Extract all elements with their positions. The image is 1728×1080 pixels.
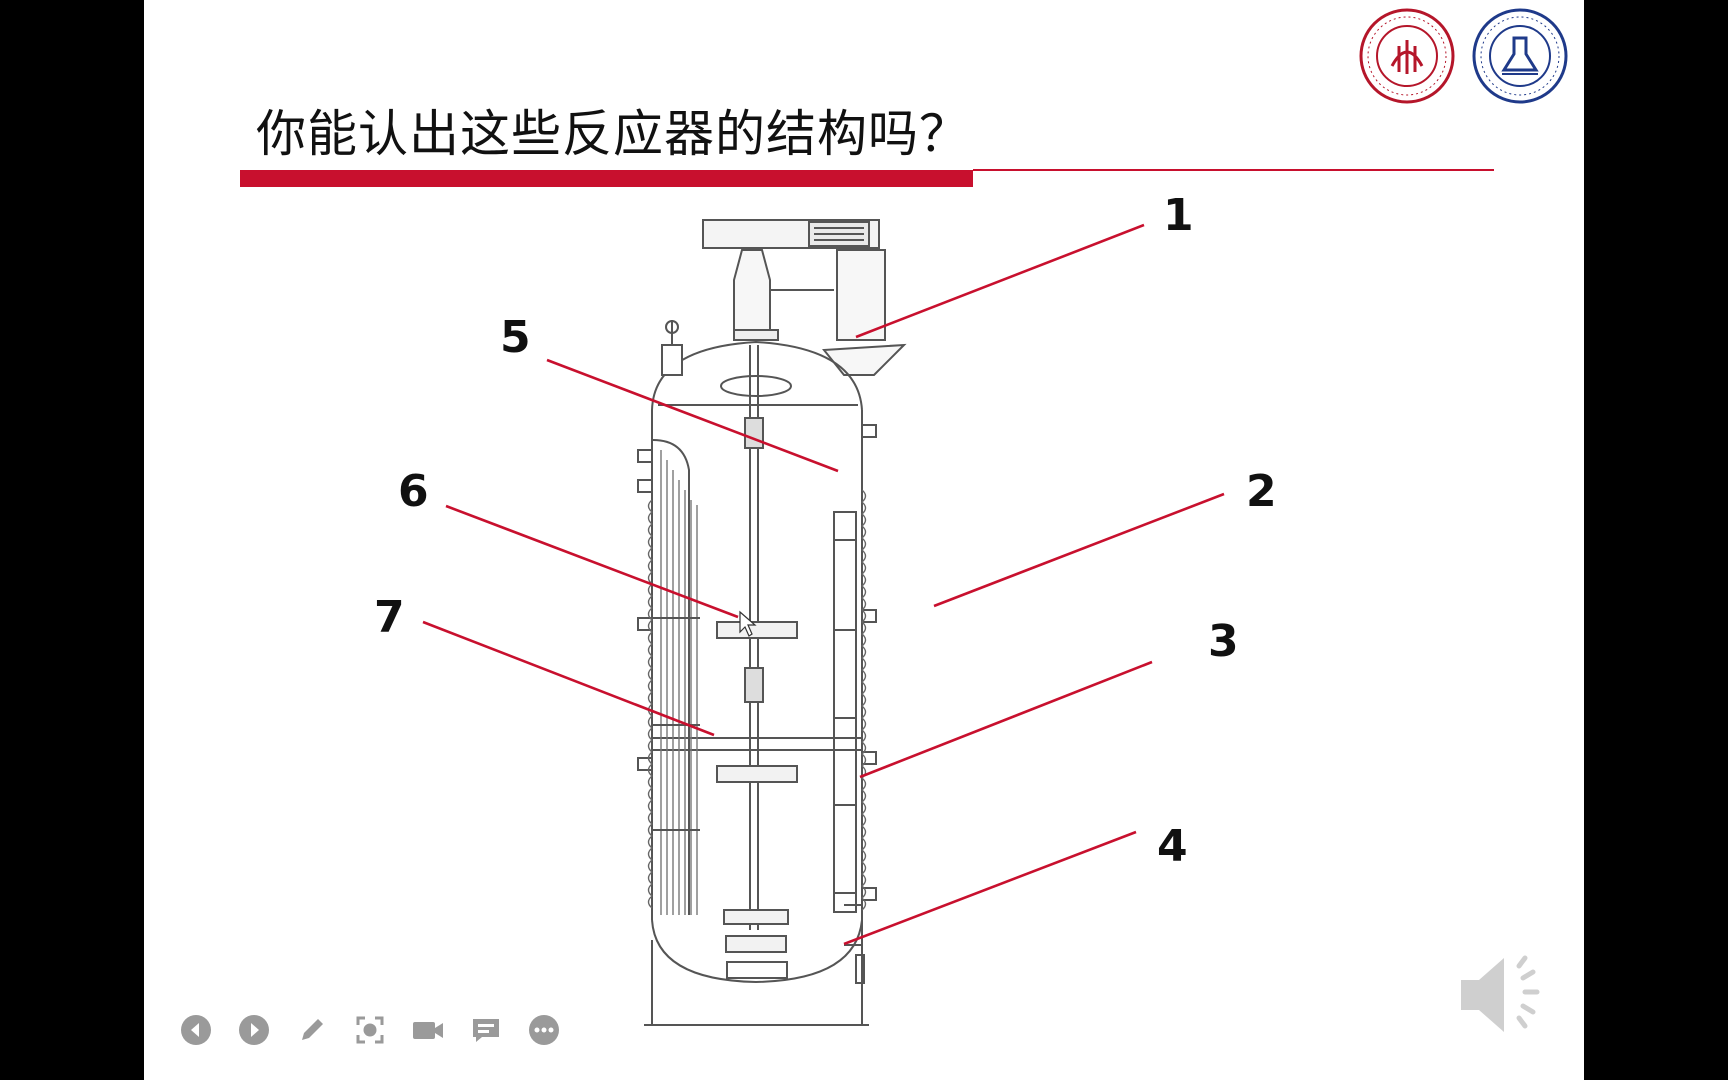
chemistry-college-seal: [1472, 8, 1568, 104]
pointer-4: [843, 830, 1137, 946]
pointer-5: [546, 358, 839, 473]
seal-flange: [733, 329, 779, 341]
label-2: 2: [1246, 466, 1277, 517]
gearbox: [733, 249, 771, 331]
top-head: [651, 340, 863, 411]
camera-icon[interactable]: [408, 1010, 448, 1050]
auxiliary-motor: [836, 249, 886, 341]
pointer-7: [422, 620, 715, 737]
bottom-head: [651, 919, 863, 984]
screenshot-icon[interactable]: [350, 1010, 390, 1050]
title-underline-thick: [240, 170, 973, 187]
speaker-icon[interactable]: [1449, 950, 1549, 1040]
donghua-university-seal: [1359, 8, 1455, 104]
mouse-cursor: [739, 610, 757, 637]
next-icon[interactable]: [234, 1010, 274, 1050]
slideshow-toolbar: [176, 1010, 564, 1050]
previous-icon[interactable]: [176, 1010, 216, 1050]
label-6: 6: [398, 466, 429, 517]
pointer-1: [855, 223, 1145, 339]
label-1: 1: [1163, 190, 1194, 241]
pointer-2: [933, 492, 1225, 608]
slide: 你能认出这些反应器的结构吗？: [144, 0, 1584, 1080]
label-4: 4: [1157, 821, 1188, 872]
label-3: 3: [1208, 616, 1239, 667]
label-7: 7: [374, 592, 405, 643]
pointer-6: [445, 504, 739, 619]
subtitle-icon[interactable]: [466, 1010, 506, 1050]
more-icon[interactable]: [524, 1010, 564, 1050]
reactor-diagram: [422, 219, 1225, 1026]
label-5: 5: [500, 312, 531, 363]
title-underline-thin: [973, 169, 1494, 171]
pointer-3: [859, 660, 1153, 779]
pen-icon[interactable]: [292, 1010, 332, 1050]
slide-title: 你能认出这些反应器的结构吗？: [256, 105, 970, 163]
